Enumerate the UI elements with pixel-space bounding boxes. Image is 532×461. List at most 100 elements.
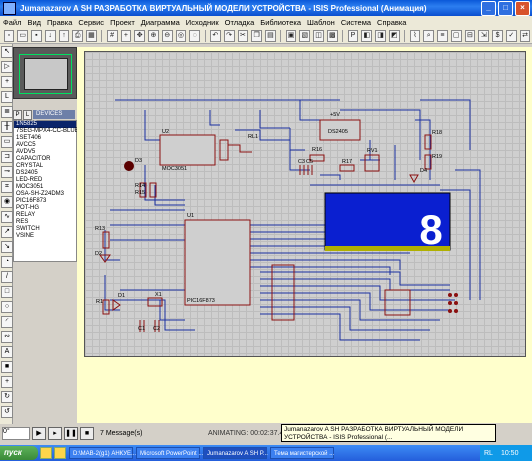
line-icon[interactable]: / — [1, 271, 13, 283]
library-manager-button[interactable]: L — [23, 110, 32, 120]
graph-icon[interactable]: ⌗ — [1, 181, 13, 193]
maximize-button[interactable]: □ — [498, 0, 513, 16]
copy-icon[interactable]: ❐ — [251, 29, 263, 42]
task-word[interactable]: Тема магистерской ... — [270, 447, 334, 459]
crystal-x1[interactable] — [147, 297, 163, 307]
seven-segment-display[interactable] — [324, 192, 451, 251]
block-copy-icon[interactable]: ▣ — [285, 29, 297, 42]
resistor-r17[interactable] — [339, 164, 355, 172]
redo-icon[interactable]: ↷ — [223, 29, 235, 42]
overview-view-frame[interactable] — [19, 54, 72, 94]
wire-autoroute-icon[interactable]: ⌇ — [409, 29, 421, 42]
menu-library[interactable]: Библиотека — [260, 17, 302, 27]
task-explorer[interactable]: D:\MAB-2(g1) АНКУЕ... — [69, 447, 136, 459]
menu-design[interactable]: Проект — [110, 17, 135, 27]
box-icon[interactable]: □ — [1, 286, 13, 298]
text-script-icon[interactable]: ≣ — [1, 106, 13, 118]
menu-file[interactable]: Файл — [3, 17, 22, 27]
pan-icon[interactable]: ✥ — [134, 29, 146, 42]
tape-icon[interactable]: ◉ — [1, 196, 13, 208]
probe-voltage-icon[interactable]: ↗ — [1, 226, 13, 238]
symbol-icon[interactable]: ■ — [1, 361, 13, 373]
play-icon[interactable]: ▶ — [32, 426, 46, 440]
zoom-child-icon[interactable]: ⇲ — [478, 29, 490, 42]
resistor-r14[interactable] — [149, 182, 157, 198]
menu-system[interactable]: Система — [340, 17, 372, 27]
messages-count[interactable]: 7 Message(s) — [100, 429, 143, 437]
pin-icon[interactable]: ⊸ — [1, 166, 13, 178]
text-icon[interactable]: A — [1, 346, 13, 358]
area-icon[interactable]: ▦ — [86, 29, 97, 42]
device-item[interactable]: PIC16F873 — [16, 198, 47, 204]
decompose-icon[interactable]: ◩ — [388, 29, 400, 42]
cut-icon[interactable]: ✂ — [237, 29, 249, 42]
regulator-body[interactable] — [319, 119, 361, 141]
device-item[interactable]: SWITCH — [16, 226, 40, 232]
menu-graph[interactable]: Диаграмма — [140, 17, 180, 27]
origin-icon[interactable]: + — [120, 29, 132, 42]
rotate-cw-icon[interactable]: ↻ — [1, 391, 13, 403]
device-item[interactable]: 7SEG-MPX4-CC-BLUE — [16, 128, 79, 134]
paste-icon[interactable]: ▤ — [265, 29, 276, 42]
resistor-r18[interactable] — [424, 134, 432, 150]
junction-icon[interactable]: + — [1, 76, 13, 88]
close-button[interactable]: × — [515, 0, 530, 16]
open-icon[interactable]: ▭ — [17, 29, 29, 42]
rotate-ccw-icon[interactable]: ↺ — [1, 406, 13, 418]
potentiometer-rv1[interactable] — [364, 154, 380, 172]
undo-icon[interactable]: ↶ — [209, 29, 221, 42]
minimize-button[interactable]: _ — [481, 0, 496, 16]
device-item[interactable]: OSA-SH-Z24DM3 — [16, 191, 65, 197]
device-item[interactable]: POT-HG — [16, 205, 40, 211]
terminal-icon[interactable]: ⊐ — [1, 151, 13, 163]
devices-list[interactable]: 1N5825 7SEG-MPX4-CC-BLUE 1SET406 AVCC5 A… — [13, 120, 79, 262]
resistor-network[interactable] — [384, 289, 411, 316]
resistor-r19[interactable] — [424, 154, 432, 170]
stop-icon[interactable]: ■ — [80, 426, 94, 440]
generator-icon[interactable]: ∿ — [1, 211, 13, 223]
search-icon[interactable]: ⌕ — [423, 29, 435, 42]
property-icon[interactable]: ≡ — [437, 29, 448, 42]
bus-icon[interactable]: ╫ — [1, 121, 13, 133]
resistor-r13[interactable] — [102, 231, 110, 249]
grid-icon[interactable]: # — [106, 29, 118, 42]
device-item[interactable]: CRYSTAL — [16, 163, 44, 169]
resistor-r16[interactable] — [309, 154, 325, 162]
step-icon[interactable]: ▸ — [48, 426, 62, 440]
task-isis[interactable]: Jumanazarov A SH P... — [203, 447, 268, 459]
pause-icon[interactable]: ❚❚ — [64, 426, 78, 440]
menu-source[interactable]: Исходник — [185, 17, 219, 27]
optocoupler-body[interactable] — [159, 134, 216, 166]
diode-d1[interactable] — [112, 299, 121, 311]
make-device-icon[interactable]: ◧ — [361, 29, 373, 42]
quick-launch-icon[interactable] — [54, 447, 66, 459]
wire-label-icon[interactable]: L — [1, 91, 13, 103]
capacitor-c5[interactable] — [307, 165, 313, 175]
device-item[interactable]: MOC3051 — [16, 184, 44, 190]
menu-debug[interactable]: Отладка — [224, 17, 255, 27]
new-icon[interactable]: ▫ — [3, 29, 15, 42]
lamp-indicator[interactable] — [124, 161, 134, 171]
relay-coil[interactable] — [219, 139, 229, 161]
netlist-icon[interactable]: ⇄ — [519, 29, 531, 42]
print-icon[interactable]: ⎙ — [72, 29, 84, 42]
resistor-r1[interactable] — [102, 299, 110, 315]
device-item[interactable]: 1SET406 — [16, 135, 42, 141]
zoom-out-icon[interactable]: ⊖ — [161, 29, 173, 42]
switch-buttons[interactable] — [448, 293, 458, 313]
zoom-area-icon[interactable]: ◌ — [189, 29, 201, 42]
schematic-sheet[interactable] — [84, 51, 526, 357]
device-item[interactable]: VSINE — [16, 233, 35, 239]
capacitor-c1[interactable] — [139, 320, 145, 332]
diode-d2[interactable] — [99, 254, 111, 263]
capacitor-c2[interactable] — [154, 320, 160, 332]
package-icon[interactable]: ◨ — [375, 29, 386, 42]
new-sheet-icon[interactable]: ▢ — [450, 29, 462, 42]
erc-icon[interactable]: ✓ — [505, 29, 517, 42]
save-icon[interactable]: ▪ — [31, 29, 42, 42]
resistor-array[interactable] — [271, 264, 295, 321]
component-icon[interactable]: ▷ — [1, 61, 13, 73]
pick-devices-button[interactable]: P — [13, 110, 22, 120]
microcontroller-body[interactable] — [184, 219, 251, 306]
arc-icon[interactable]: ◜ — [1, 316, 13, 328]
